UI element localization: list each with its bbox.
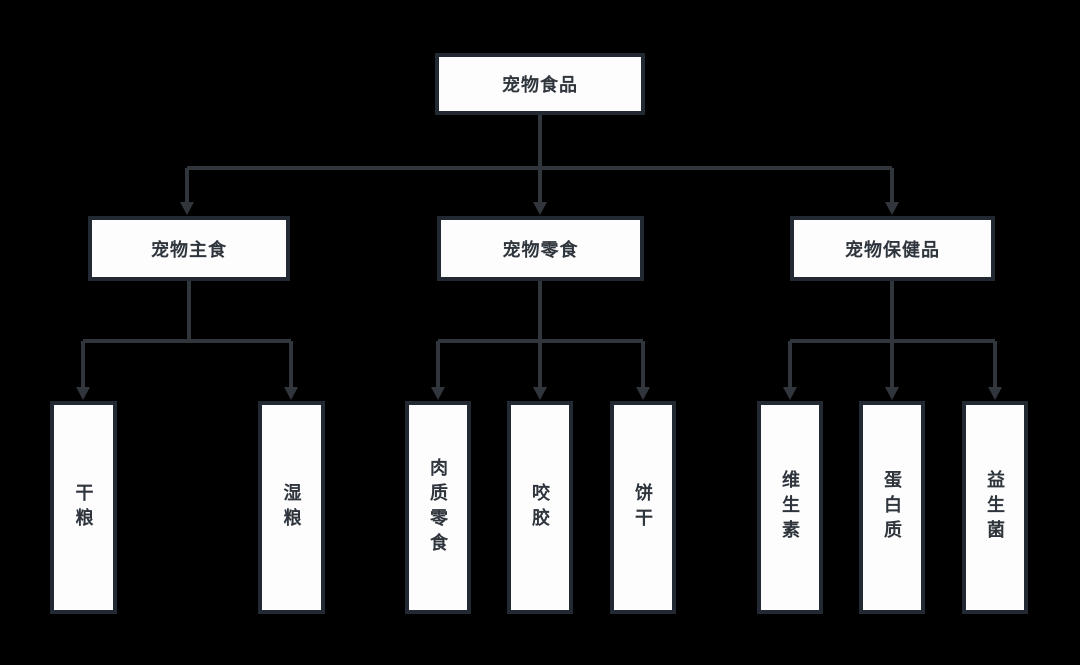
node-label: 肉质零食 [428,457,448,558]
node-label: 宠物食品 [502,75,578,95]
node-label: 宠物保健品 [845,239,940,260]
arrowhead [885,387,899,400]
arrowhead [533,387,547,400]
node-branch-snacks: 宠物零食 [437,216,644,281]
arrowhead [636,387,650,400]
node-root-pet-food: 宠物食品 [435,53,645,115]
node-branch-staple-food: 宠物主食 [88,216,290,281]
arrowhead [533,202,547,215]
arrowhead [284,387,298,400]
node-leaf-protein: 蛋白质 [859,401,925,614]
node-label: 益生菌 [985,470,1005,545]
node-label: 饼干 [633,482,653,533]
arrowhead [431,387,445,400]
node-label: 宠物主食 [151,239,227,260]
node-leaf-probiotics: 益生菌 [962,401,1028,614]
node-label: 咬胶 [530,482,550,533]
node-leaf-biscuits: 饼干 [610,401,676,614]
arrowhead [885,202,899,215]
node-branch-health-products: 宠物保健品 [790,216,995,281]
arrowhead [988,387,1002,400]
node-label: 维生素 [780,470,800,545]
node-label: 蛋白质 [882,470,902,545]
arrowhead [76,387,90,400]
node-leaf-chews: 咬胶 [507,401,573,614]
node-leaf-wet-food: 湿粮 [258,401,325,614]
node-label: 宠物零食 [502,239,579,260]
node-label: 湿粮 [281,482,302,533]
node-label: 干粮 [73,482,94,533]
node-leaf-vitamins: 维生素 [757,401,823,614]
node-leaf-dry-food: 干粮 [50,401,117,614]
arrowhead [180,202,194,215]
arrowhead [783,387,797,400]
node-leaf-meat-snacks: 肉质零食 [405,401,471,614]
